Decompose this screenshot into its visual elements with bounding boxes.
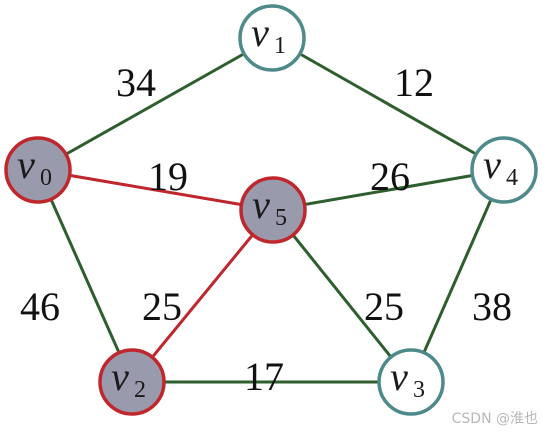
edge-weight-label-v2-v5: 25 xyxy=(142,284,182,329)
node-circle-v4 xyxy=(470,136,538,204)
node-circle-v3 xyxy=(377,348,445,416)
edge-v0-v2 xyxy=(36,169,134,383)
edge-v1-v4 xyxy=(271,36,505,172)
node-subscript-v5: 5 xyxy=(275,205,287,231)
edge-v5-v4 xyxy=(272,168,505,212)
edge-weight-label-v4-v3: 38 xyxy=(472,284,512,329)
edge-weight-label-v0-v1: 34 xyxy=(116,60,156,105)
edge-weight-label-v0-v5: 19 xyxy=(148,154,188,199)
node-subscript-v4: 4 xyxy=(506,165,518,191)
node-circle-v1 xyxy=(238,4,306,72)
node-label-v4: v xyxy=(483,142,501,187)
edge-weight-label-v5-v3: 25 xyxy=(364,284,404,329)
edge-v5-v3 xyxy=(271,209,413,383)
edge-weight-label-v2-v3: 17 xyxy=(244,354,284,399)
edge-v0-v1 xyxy=(37,36,273,172)
node-circle-v5 xyxy=(239,176,307,244)
edge-weight-label-v5-v4: 26 xyxy=(370,154,410,199)
node-subscript-v3: 3 xyxy=(413,377,425,403)
node-circle-v0 xyxy=(4,136,72,204)
edge-v4-v3 xyxy=(409,169,506,383)
edge-v2-v5 xyxy=(130,209,275,383)
watermark: CSDN @淮也 xyxy=(451,411,538,427)
node-label-v0: v xyxy=(17,142,35,187)
node-circle-v2 xyxy=(98,348,166,416)
node-label-v3: v xyxy=(390,354,408,399)
node-label-v1: v xyxy=(251,10,269,55)
edge-weight-label-v0-v2: 46 xyxy=(20,284,60,329)
edge-weight-label-v1-v4: 12 xyxy=(394,60,434,105)
node-label-v2: v xyxy=(111,354,129,399)
node-subscript-v1: 1 xyxy=(274,33,286,59)
edge-v0-v5 xyxy=(37,168,274,212)
node-subscript-v2: 2 xyxy=(134,377,146,403)
node-subscript-v0: 0 xyxy=(40,165,52,191)
node-label-v5: v xyxy=(252,182,270,227)
